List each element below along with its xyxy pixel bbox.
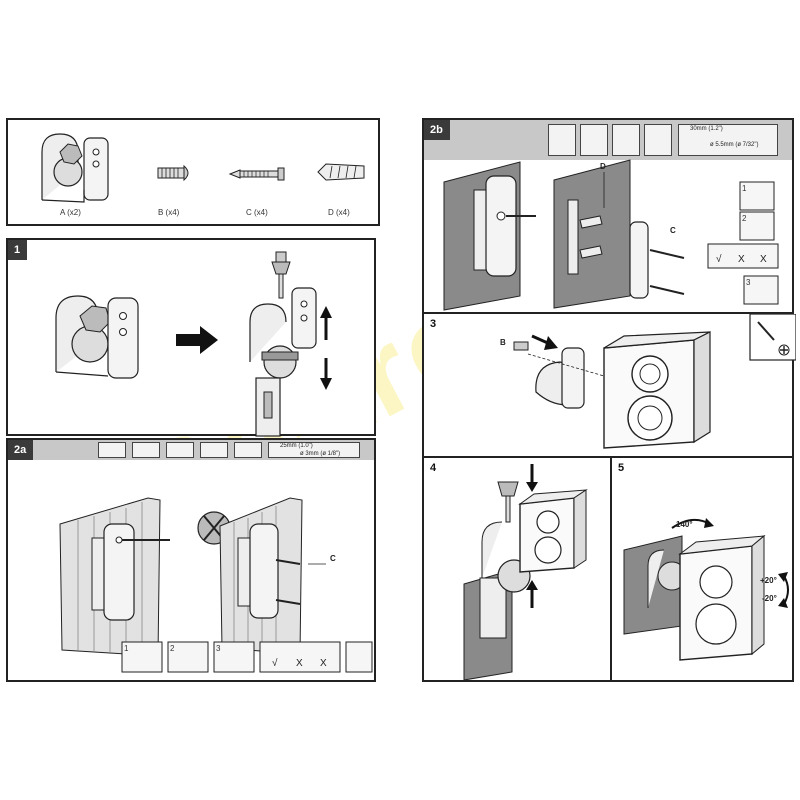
step-1-arrow-icon: [176, 326, 218, 354]
parts-illustration: [41, 133, 365, 203]
step-3-arrow-icon: [544, 336, 558, 350]
drill-size-2a: ø 3mm (ø 1/8"): [300, 451, 341, 457]
screw-b-icon: [157, 164, 189, 182]
callout-c-2a: C: [330, 554, 336, 563]
check-mark-2b: √: [716, 254, 722, 265]
wall-tool-icon: [548, 124, 576, 156]
step-5-badge: 5: [618, 462, 625, 474]
drill-bit-tool-icon-2b: [678, 124, 778, 156]
screw-choice-box-2b: [707, 243, 779, 269]
bracket-a-icon: [41, 133, 109, 203]
level-tool-icon: [166, 442, 194, 458]
substep-label-2: 2: [170, 644, 175, 653]
step-1-badge: 1: [8, 240, 28, 260]
step-4-up-arrow-icon: [526, 580, 538, 590]
step-2a-illustration: [59, 497, 373, 673]
step-4-illustration: [463, 464, 588, 681]
speaker-icon: [603, 331, 711, 449]
screwdriver-box: [749, 314, 796, 361]
wall-panel-tool-icon: [98, 442, 126, 458]
parts-panel: A (x2) B (x4) C (x4) D (x4): [6, 118, 380, 226]
up-arrow-icon: [320, 306, 332, 318]
screwdriver-drill-icon: [345, 641, 373, 673]
substep-label-1: 1: [124, 644, 129, 653]
screwdriver-drill-icon-2b: [743, 275, 779, 305]
speaker-icon-4: [518, 489, 588, 573]
step-3-panel: 3 B: [422, 312, 796, 458]
cross-mark-2a-1: X: [296, 658, 303, 669]
step-4-badge: 4: [430, 462, 437, 474]
screw-choice-box: [259, 641, 341, 673]
part-label-c: C (x4): [246, 208, 268, 217]
step-3-illustration: [513, 314, 796, 449]
step-1-illustration: [55, 251, 332, 437]
cross-mark-2a-2: X: [320, 658, 327, 669]
stud-finder-tool-icon: [132, 442, 160, 458]
swivel-angle: 140°: [676, 520, 693, 529]
step-2a-badge: 2a: [8, 440, 34, 460]
drill-tool-icon: [234, 442, 262, 458]
step-2b-illustration: [443, 159, 779, 311]
step-2b-panel: 2b 30mm (1.2") ø 5.5mm (ø 7/32") D C 1 2…: [422, 118, 794, 314]
substep-1-box-2b: [739, 181, 775, 211]
drill-size-2b: ø 5.5mm (ø 7/32"): [710, 142, 759, 148]
part-label-d: D (x4): [328, 208, 350, 217]
part-label-b: B (x4): [158, 208, 180, 217]
drill-bit-tool-icon: [268, 442, 360, 458]
drill-depth-2a: 25mm (1.0"): [280, 443, 313, 449]
substep-2-box-2b: [739, 211, 775, 241]
step-2a-panel: 2a 25mm (1.0") ø 3mm (ø 1/8"): [6, 438, 376, 682]
callout-c-2b: C: [670, 226, 676, 235]
check-mark-2a: √: [272, 658, 278, 669]
substep-1-box: [121, 641, 163, 673]
step-4-down-arrow-icon: [526, 482, 538, 492]
drill-tool-icon-2b: [644, 124, 672, 156]
wall-plug-d-icon: [317, 163, 365, 181]
step-2b-badge: 2b: [424, 120, 450, 140]
screw-c-icon: [228, 167, 285, 181]
substep-label-1-2b: 1: [742, 184, 747, 193]
pencil-tool-icon-2b: [612, 124, 640, 156]
step-3-badge: 3: [430, 318, 437, 330]
step-5-illustration: [623, 518, 789, 661]
step-1-panel: 1: [6, 238, 376, 437]
substep-label-3-2b: 3: [746, 278, 751, 287]
substep-2-box: [167, 641, 209, 673]
substep-label-2-2b: 2: [742, 214, 747, 223]
part-label-a: A (x2): [60, 208, 81, 217]
step-5-panel: 5 140° +20° -20°: [610, 456, 794, 682]
callout-b-3: B: [500, 338, 506, 347]
substep-3-box: [213, 641, 255, 673]
speaker-icon-5: [678, 534, 766, 661]
level-tool-icon-2b: [580, 124, 608, 156]
tilt-up-angle: +20°: [760, 576, 777, 585]
callout-d-2b: D: [600, 162, 606, 171]
down-arrow-icon: [320, 378, 332, 390]
cross-mark-2b-2: X: [760, 254, 767, 265]
drill-depth-2b: 30mm (1.2"): [690, 126, 723, 132]
tilt-down-angle: -20°: [762, 594, 777, 603]
substep-label-3: 3: [216, 644, 221, 653]
pencil-tool-icon: [200, 442, 228, 458]
cross-mark-2b-1: X: [738, 254, 745, 265]
step-4-panel: 4: [422, 456, 612, 682]
